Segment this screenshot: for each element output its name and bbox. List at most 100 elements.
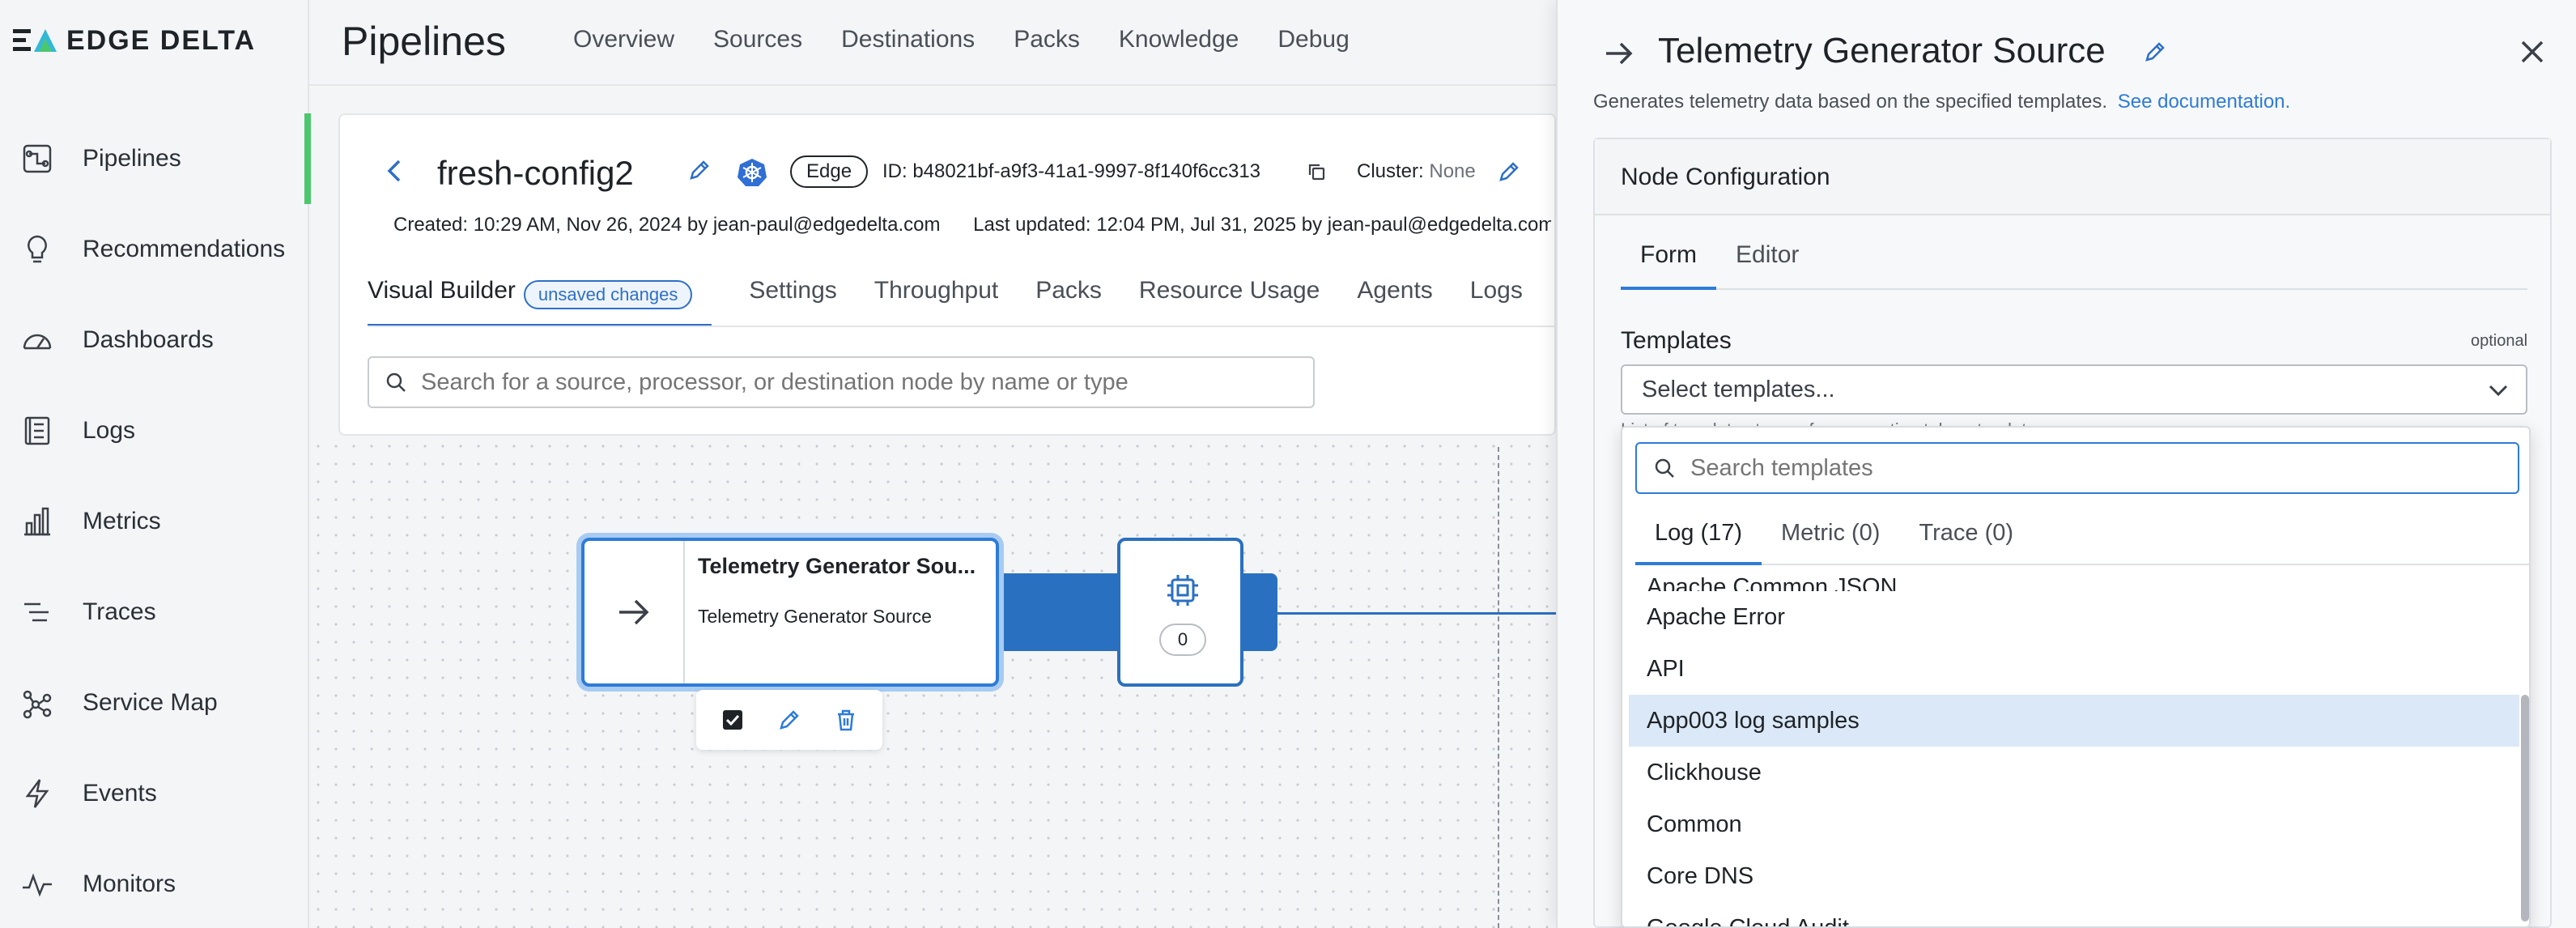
sidebar-nav: Pipelines Recommendations Dashboards Log… <box>0 113 311 928</box>
list-item[interactable]: Core DNS <box>1647 862 1754 889</box>
sidebar-item-dashboards[interactable]: Dashboards <box>0 295 309 385</box>
config-tabs: Visual Builder unsaved changes Settings … <box>368 274 1558 327</box>
edit-config-name-button[interactable] <box>688 159 711 185</box>
sidebar-item-label: Pipelines <box>83 145 181 172</box>
checkbox-icon[interactable] <box>721 708 745 732</box>
lightbulb-icon <box>19 232 55 267</box>
sidebar-item-service-map[interactable]: Service Map <box>0 658 309 748</box>
node-link <box>1239 573 1277 651</box>
pulse-icon <box>19 866 55 902</box>
tab-sources[interactable]: Sources <box>713 26 803 53</box>
source-node[interactable]: Telemetry Generator Sou... Telemetry Gen… <box>581 538 999 687</box>
logs-icon <box>19 413 55 449</box>
copy-icon[interactable] <box>1307 162 1326 181</box>
arrow-right-icon <box>619 599 649 625</box>
tab-logs[interactable]: Logs <box>1469 277 1523 304</box>
page-title: Pipelines <box>342 19 506 64</box>
list-item[interactable]: Google Cloud Audit <box>1647 914 1849 928</box>
pipelines-icon <box>19 141 55 177</box>
tab-settings[interactable]: Settings <box>749 277 837 304</box>
source-node-icon-area <box>584 541 685 683</box>
processor-node[interactable]: 0 <box>1117 538 1243 687</box>
list-item-label: Apache Common JSON <box>1647 574 1898 591</box>
list-item[interactable]: Common <box>1647 811 1742 837</box>
tab-visual-builder[interactable]: Visual Builder unsaved changes <box>368 274 712 326</box>
tab-throughput[interactable]: Throughput <box>874 277 999 304</box>
list-item[interactable]: Apache Error <box>1647 603 1785 630</box>
unsaved-changes-badge: unsaved changes <box>523 280 693 309</box>
top-tabs: Overview Sources Destinations Packs Know… <box>573 26 1350 53</box>
bar-chart-icon <box>19 504 55 539</box>
canvas-divider <box>1498 447 1499 928</box>
chevron-left-icon <box>387 160 401 182</box>
node-connection-line <box>1277 612 1556 615</box>
list-item[interactable]: Apache Common JSON <box>1629 567 2519 591</box>
created-info: Created: 10:29 AM, Nov 26, 2024 by jean-… <box>393 214 941 236</box>
templates-select[interactable]: Select templates... <box>1621 364 2527 415</box>
trash-icon[interactable] <box>834 708 858 732</box>
updated-info: Last updated: 12:04 PM, Jul 31, 2025 by … <box>973 214 1551 236</box>
tab-form[interactable]: Form <box>1621 241 1716 290</box>
scrollbar[interactable] <box>2521 695 2529 922</box>
sidebar: EDGE DELTA Pipelines Recommendations Das… <box>0 0 311 928</box>
tab-overview[interactable]: Overview <box>573 26 675 53</box>
source-node-subtitle: Telemetry Generator Source <box>698 606 932 627</box>
config-id: ID: b48021bf-a9f3-41a1-9997-8f140f6cc313 <box>882 160 1261 182</box>
edit-node-name-button[interactable] <box>2144 40 2166 67</box>
tab-destinations[interactable]: Destinations <box>841 26 976 53</box>
traces-icon <box>19 594 55 630</box>
panel-description: Generates telemetry data based on the sp… <box>1593 91 2290 113</box>
graph-icon <box>19 685 55 721</box>
node-search-input[interactable] <box>421 368 1295 396</box>
sidebar-item-label: Traces <box>83 598 156 625</box>
pencil-icon[interactable] <box>777 708 801 732</box>
tab-packs[interactable]: Packs <box>1035 277 1102 304</box>
sidebar-item-label: Monitors <box>83 871 176 897</box>
chevron-down-icon <box>2489 385 2508 397</box>
top-bar: Pipelines Overview Sources Destinations … <box>309 0 1556 86</box>
tab-packs[interactable]: Packs <box>1014 26 1080 53</box>
tab-knowledge[interactable]: Knowledge <box>1118 26 1239 53</box>
section-title: Node Configuration <box>1595 139 2550 215</box>
templates-dropdown: Log (17) Metric (0) Trace (0) Apache Com… <box>1621 426 2531 928</box>
tab-label: Visual Builder <box>368 277 516 304</box>
template-list: Apache Common JSON Apache Error API App0… <box>1629 567 2519 928</box>
sidebar-item-label: Recommendations <box>83 236 286 262</box>
cluster-label: Cluster: <box>1357 160 1424 182</box>
sidebar-item-label: Metrics <box>83 508 161 534</box>
sidebar-item-monitors[interactable]: Monitors <box>0 839 309 928</box>
sidebar-item-metrics[interactable]: Metrics <box>0 476 309 567</box>
tab-editor[interactable]: Editor <box>1736 241 1800 268</box>
brand-logo[interactable]: EDGE DELTA <box>13 23 256 58</box>
pencil-icon <box>1499 162 1519 181</box>
config-card: fresh-config2 Edge ID: b48021bf-a9f3-41a… <box>338 113 1558 436</box>
tab-metric[interactable]: Metric (0) <box>1781 520 1881 546</box>
edit-cluster-button[interactable] <box>1498 160 1520 187</box>
gauge-icon <box>19 322 55 358</box>
sidebar-item-events[interactable]: Events <box>0 748 309 839</box>
edge-delta-logo-icon <box>13 29 57 52</box>
sidebar-item-logs[interactable]: Logs <box>0 385 309 476</box>
tab-resource-usage[interactable]: Resource Usage <box>1138 277 1320 304</box>
config-name: fresh-config2 <box>437 154 634 192</box>
config-meta: Created: 10:29 AM, Nov 26, 2024 by jean-… <box>393 214 1551 236</box>
back-button[interactable] <box>385 159 403 190</box>
list-item[interactable]: Clickhouse <box>1647 759 1762 785</box>
close-icon[interactable] <box>2518 37 2547 66</box>
processor-chip-icon <box>1167 575 1198 606</box>
template-search-input[interactable] <box>1690 454 2500 482</box>
sidebar-item-recommendations[interactable]: Recommendations <box>0 204 309 295</box>
tab-agents[interactable]: Agents <box>1357 277 1433 304</box>
tab-trace[interactable]: Trace (0) <box>1919 520 2014 546</box>
edge-badge: Edge <box>790 155 869 188</box>
sidebar-item-pipelines[interactable]: Pipelines <box>0 113 311 204</box>
documentation-link[interactable]: See documentation. <box>2117 91 2291 113</box>
tab-debug[interactable]: Debug <box>1277 26 1350 53</box>
optional-label: optional <box>2471 332 2528 350</box>
sidebar-item-label: Logs <box>83 417 136 444</box>
cluster-value: None <box>1429 160 1476 182</box>
tab-log[interactable]: Log (17) <box>1635 509 1762 565</box>
list-item[interactable]: API <box>1647 655 1685 682</box>
sidebar-item-traces[interactable]: Traces <box>0 567 309 658</box>
list-item-selected[interactable]: App003 log samples <box>1629 695 2519 747</box>
